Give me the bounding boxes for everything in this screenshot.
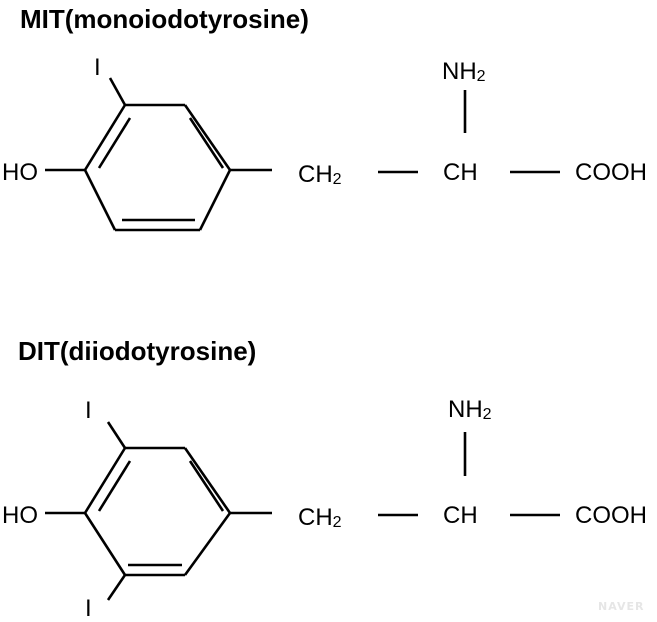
- mit-ch-label: CH: [443, 159, 478, 186]
- mit-ring-double-bond: [188, 117, 225, 169]
- mit-ring-bond: [183, 104, 232, 171]
- dit-ring-double-bond: [188, 460, 225, 512]
- dit-ring-bond: [83, 512, 127, 576]
- mit-benzene-ring: [83, 103, 232, 232]
- dit-top-iodine-label: I: [85, 397, 92, 424]
- dit-ch-label: CH: [443, 502, 478, 529]
- dit-ring-bond: [83, 447, 127, 514]
- mit-structure: MIT(monoiodotyrosine) I HO CH2 NH2 CH CO…: [2, 4, 647, 232]
- dit-title: DIT(diiodotyrosine): [18, 336, 256, 366]
- mit-hydroxyl-label: HO: [2, 159, 38, 186]
- dit-nh2-label: NH2: [448, 396, 492, 423]
- naver-watermark: NAVER: [598, 600, 644, 613]
- dit-top-iodine-bond: [106, 421, 127, 449]
- mit-ch2-label: CH2: [298, 161, 342, 188]
- dit-bottom-iodine-bond: [106, 574, 127, 601]
- mit-cooh-label: COOH: [575, 159, 647, 186]
- dit-hydroxyl-label: HO: [2, 502, 38, 529]
- mit-ring-double-bond: [97, 117, 132, 169]
- dit-benzene-ring: [83, 446, 232, 577]
- mit-nh2-label: NH2: [442, 58, 486, 85]
- mit-ring-bond: [198, 169, 232, 231]
- dit-structure: DIT(diiodotyrosine) I I HO CH2 NH2 CH C: [2, 336, 647, 622]
- mit-ring-bond: [83, 169, 117, 231]
- dit-ch2-label: CH2: [298, 504, 342, 531]
- dit-ring-bond: [183, 447, 232, 514]
- dit-ring-bond: [183, 512, 232, 576]
- dit-bottom-iodine-label: I: [85, 595, 92, 622]
- mit-iodine-label: I: [94, 54, 101, 81]
- mit-title: MIT(monoiodotyrosine): [20, 4, 309, 34]
- dit-cooh-label: COOH: [575, 502, 647, 529]
- dit-ring-double-bond: [97, 460, 132, 512]
- mit-ring-bond: [83, 104, 127, 171]
- mit-iodine-bond: [108, 77, 127, 106]
